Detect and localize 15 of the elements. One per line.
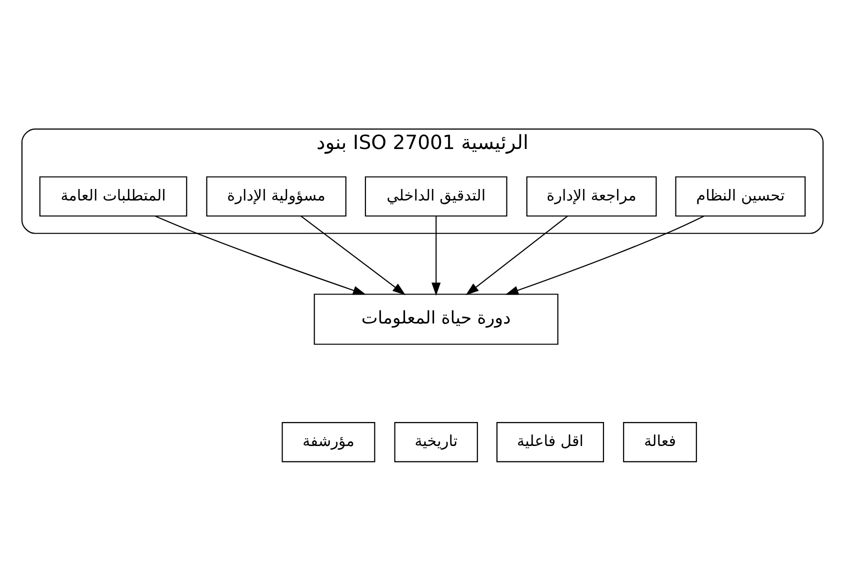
node-box: اقل فاعلية — [496, 421, 604, 462]
arrow — [154, 215, 366, 294]
arrow — [505, 215, 704, 294]
node-box: مسؤولية الإدارة — [206, 176, 346, 216]
node-box: دورة حياة المعلومات — [314, 293, 558, 344]
node-box: تاريخية — [394, 421, 478, 462]
node-box: التدقيق الداخلي — [364, 176, 508, 216]
arrow — [300, 215, 406, 295]
arrow — [466, 215, 568, 295]
node-box: فعالة — [623, 421, 697, 462]
node-box: تحسين النظام — [675, 176, 806, 216]
node-box: مؤرشفة — [282, 421, 376, 462]
node-box: مراجعة الإدارة — [526, 176, 657, 216]
node-box: المتطلبات العامة — [39, 176, 188, 216]
arrow — [432, 216, 441, 296]
